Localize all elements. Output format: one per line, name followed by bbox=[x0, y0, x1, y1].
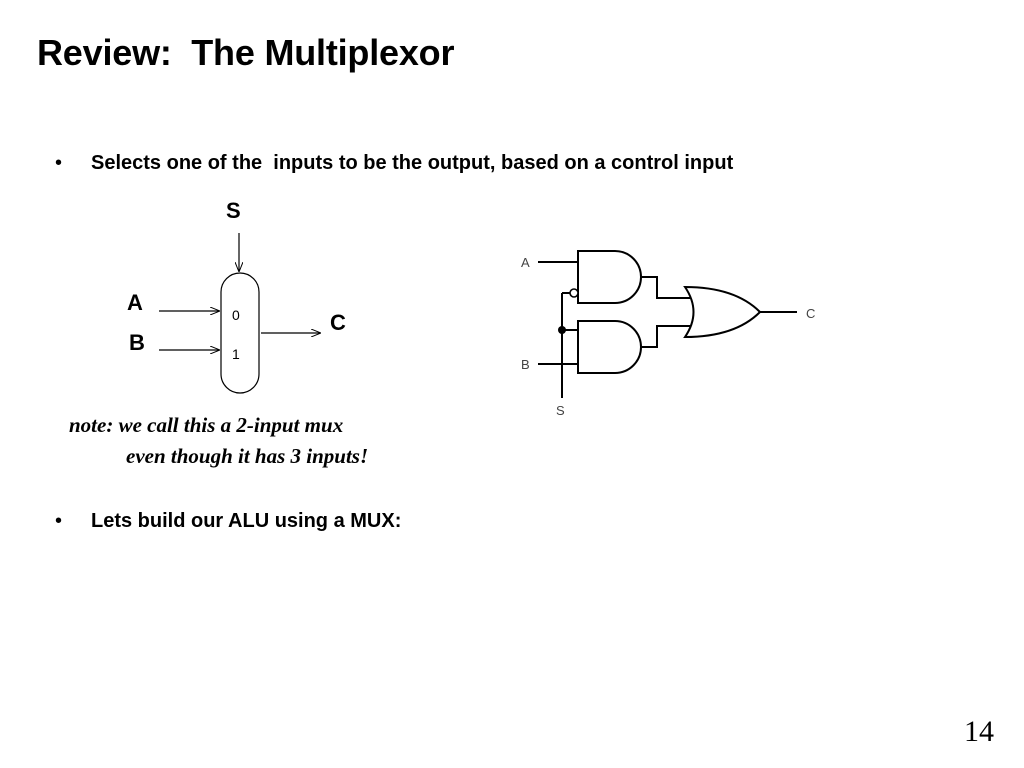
bullet-text: Lets build our ALU using a MUX: bbox=[91, 510, 402, 532]
wire-and-bottom-out bbox=[641, 325, 690, 348]
mux-input-a-label: A bbox=[127, 290, 143, 315]
bullet-dot: • bbox=[55, 510, 63, 532]
junction-dot bbox=[558, 326, 566, 334]
bullet-text: Selects one of the inputs to be the outp… bbox=[91, 152, 734, 174]
mux-select-label: S bbox=[226, 198, 241, 223]
and-gate-top bbox=[577, 250, 642, 304]
gate-input-a-label: A bbox=[521, 255, 530, 270]
mux-port-1-label: 1 bbox=[232, 346, 240, 362]
wire-and-top-out bbox=[641, 276, 690, 299]
gate-output-label: C bbox=[806, 306, 815, 321]
note-line-2: even though it has 3 inputs! bbox=[126, 444, 369, 468]
inverter-bubble bbox=[569, 288, 579, 298]
or-gate bbox=[683, 285, 762, 339]
mux-body bbox=[220, 272, 260, 394]
and-gate-bottom bbox=[577, 320, 642, 374]
note-line-1: note: we call this a 2-input mux bbox=[69, 413, 344, 437]
mux-port-0-label: 0 bbox=[232, 307, 240, 323]
note-text: note: we call this a 2-input mux even th… bbox=[69, 410, 368, 472]
mux-output-label: C bbox=[330, 310, 346, 335]
gate-circuit bbox=[538, 250, 797, 398]
mux-input-b-label: B bbox=[129, 330, 145, 355]
bullet-dot: • bbox=[55, 152, 63, 174]
mux-symbol: 0 1 bbox=[159, 233, 320, 394]
page-number: 14 bbox=[964, 715, 994, 748]
slide-title: Review: The Multiplexor bbox=[37, 32, 455, 73]
gate-select-label: S bbox=[556, 403, 565, 418]
gate-input-b-label: B bbox=[521, 357, 530, 372]
